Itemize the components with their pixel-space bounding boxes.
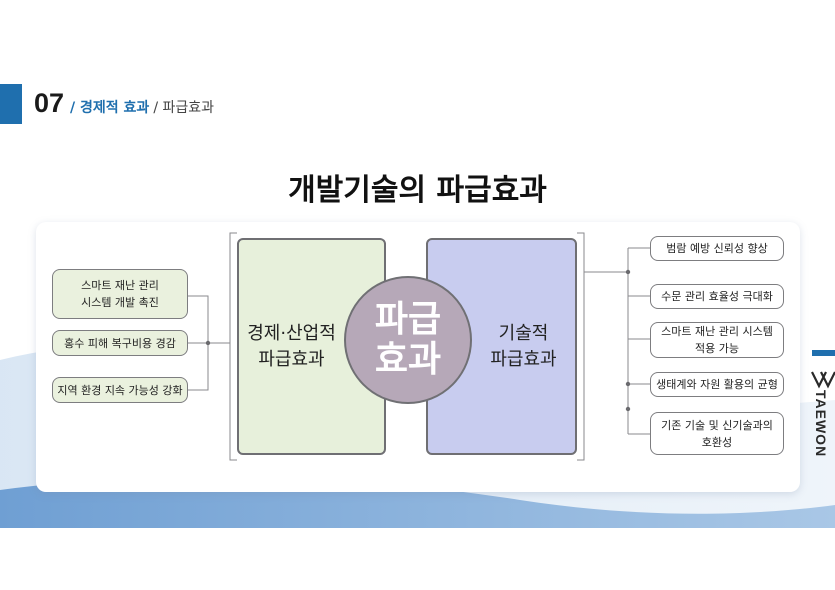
right-item-2: 수문 관리 효율성 극대화 — [650, 284, 784, 309]
header-accent-bar — [0, 84, 22, 124]
taewon-logo-icon — [811, 371, 835, 389]
left-item-3: 지역 환경 지속 가능성 강화 — [52, 377, 188, 403]
subsection-title: / 파급효과 — [153, 100, 214, 116]
left-item-2: 홍수 피해 복구비용 경감 — [52, 330, 188, 356]
breadcrumb: 07 / 경제적 효과 / 파급효과 — [34, 88, 214, 119]
right-item-1: 범람 예방 신뢰성 향상 — [650, 236, 784, 261]
logo-wordmark: TAEWON — [813, 390, 829, 458]
page-title: 개발기술의 파급효과 — [288, 173, 547, 208]
logo-accent-bar — [812, 350, 835, 356]
right-item-3: 스마트 재난 관리 시스템 적용 가능 — [650, 322, 784, 358]
ripple-effect-circle: 파급 효과 — [344, 276, 472, 404]
right-item-4: 생태계와 자원 활용의 균형 — [650, 372, 784, 397]
section-number: 07 — [34, 88, 65, 118]
left-item-1: 스마트 재난 관리 시스템 개발 촉진 — [52, 269, 188, 319]
right-item-5: 기존 기술 및 신기술과의 호환성 — [650, 412, 784, 455]
section-title: / 경제적 효과 — [70, 100, 150, 116]
